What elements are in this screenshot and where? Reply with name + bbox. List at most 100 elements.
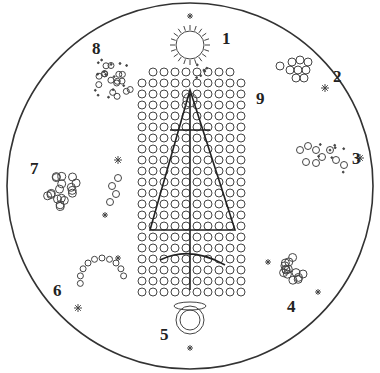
callout-number: 4 [287,298,296,315]
dot [334,147,336,149]
cell-circle [138,233,146,241]
star-symbol [265,259,271,265]
cell-circle [160,277,168,285]
cell-circle [237,178,245,186]
cell-circle [215,233,223,241]
cell-circle [204,189,212,197]
cell-circle [160,134,168,142]
cell-circle [182,277,190,285]
cell-circle [182,189,190,197]
cell-circle [149,101,157,109]
cell-circle [226,266,234,274]
cell-circle [138,79,146,87]
star-symbol [114,156,122,164]
cell-circle [193,222,201,230]
cell-circle [138,266,146,274]
cell-circle [182,178,190,186]
callout-number: 8 [92,40,101,57]
cell-circle [193,288,201,296]
callout-number: 5 [160,326,169,343]
cell-circle [160,288,168,296]
cell-circle [215,68,223,76]
cell-circle [116,71,122,77]
cell-circle [171,200,179,208]
sun-ray [199,57,202,61]
cell-circle [138,134,146,142]
sun-ray [190,25,191,30]
cell-circle [171,222,179,230]
cell-circle [237,233,245,241]
dot [105,74,107,76]
cell-circle [108,77,114,83]
cell-circle [160,79,168,87]
cell-circle [237,101,245,109]
dot [329,149,331,151]
star-symbol [321,84,329,92]
cell-circle [193,233,201,241]
cell-circle [237,145,245,153]
cell-circle [56,203,64,211]
dot [119,63,121,65]
cell-circle [110,89,116,95]
cell-circle [138,156,146,164]
cell-circle [171,189,179,197]
cell-circle [72,179,80,187]
cell-circle [171,79,179,87]
cell-circle [193,134,201,142]
cell-circle [113,191,120,198]
cell-circle [204,79,212,87]
cell-circle [160,90,168,98]
cell-circle [69,173,77,181]
cell-circle [114,78,120,84]
cell-circle [138,211,146,219]
cell-circle [286,66,294,74]
cell-circle [149,145,157,153]
field-outline [7,3,373,369]
cell-circle [300,74,308,82]
dot [101,59,103,61]
dot [112,89,114,91]
cell-circle [237,90,245,98]
sun-ray [171,39,176,41]
cell-circle [276,62,284,70]
cell-circle [149,178,157,186]
sun-ray [184,59,186,64]
cell-circle [58,180,66,188]
sun-ray [195,59,197,64]
sun-ray [202,33,206,36]
cell-circle [138,101,146,109]
cell-circle [305,143,312,150]
cell-circle [237,79,245,87]
cell-circle [171,277,179,285]
cell-circle [160,266,168,274]
cell-circle [226,288,234,296]
cell-circle [226,156,234,164]
dot [97,73,99,75]
dot [94,89,96,91]
cell-circle [289,276,297,284]
dot [196,64,198,66]
cell-circle [149,189,157,197]
dot [334,144,336,146]
cell-circle [160,123,168,131]
dot [331,157,333,159]
cell-circle [237,244,245,252]
cell-circle [204,68,212,76]
cell-circle [226,277,234,285]
cell-circle [204,211,212,219]
cell-circle [149,134,157,142]
cell-circle [85,260,91,266]
cell-circle [160,68,168,76]
cell-circle [237,255,245,263]
cell-circle [284,265,292,273]
cell-circle [138,112,146,120]
sun-ray [195,26,197,31]
sun-body [176,31,204,59]
cell-circle [77,273,83,279]
dot [110,64,112,66]
cell-circle [99,255,105,261]
cell-circle [237,211,245,219]
dot [196,77,198,79]
cell-circle [237,266,245,274]
